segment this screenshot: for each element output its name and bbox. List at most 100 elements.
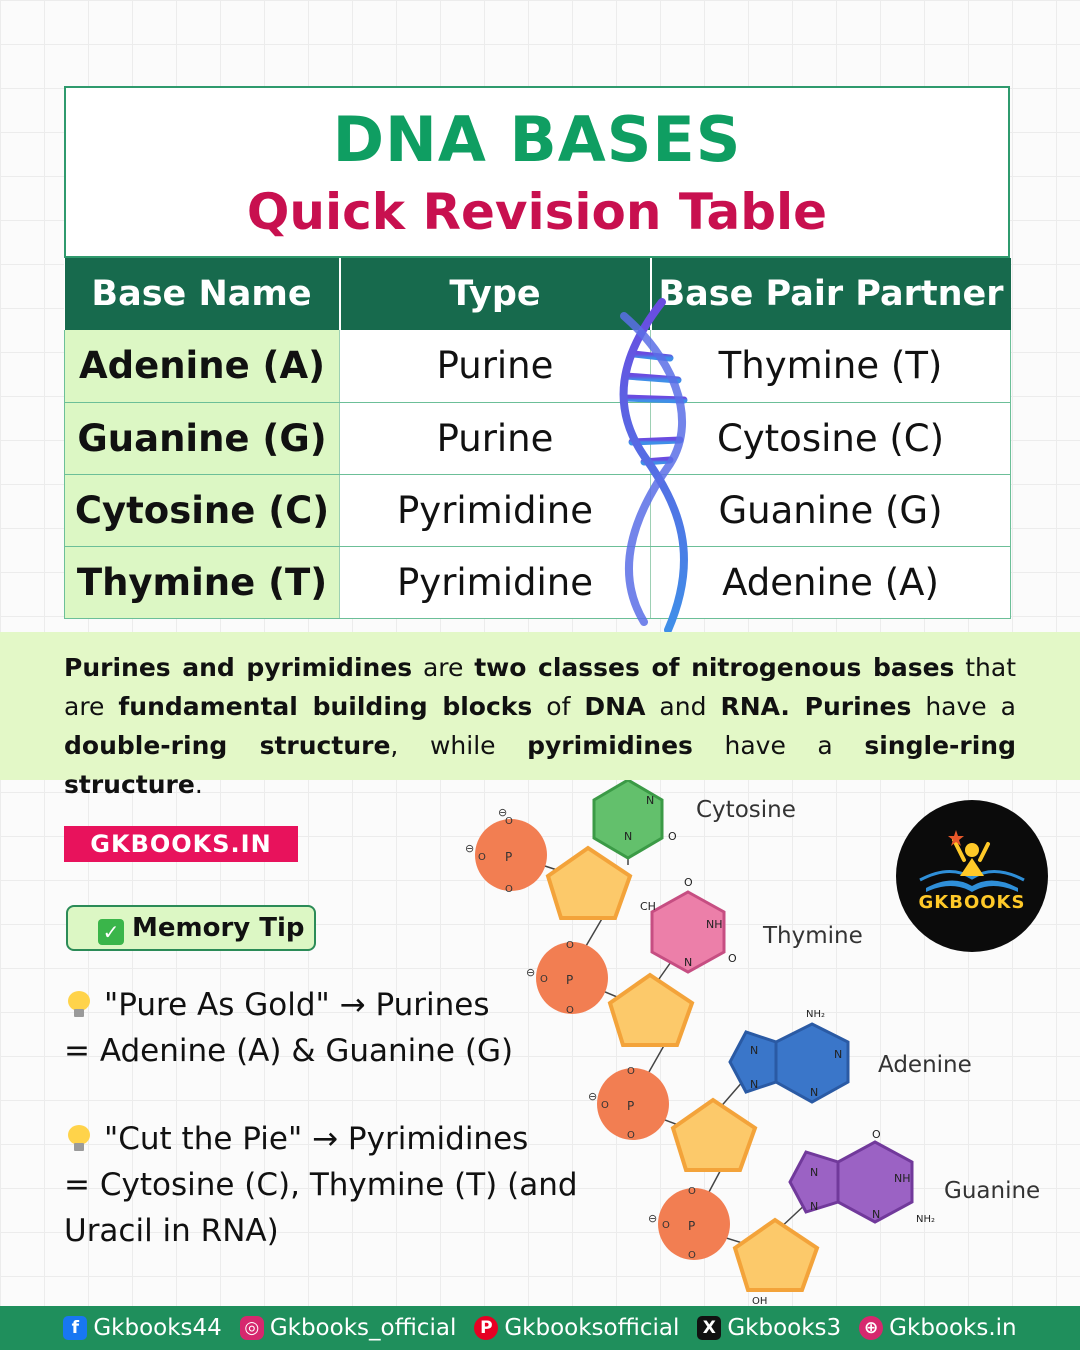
table-row: Adenine (A) Purine Thymine (T) bbox=[64, 330, 1011, 403]
base-name-cell: Adenine (A) bbox=[64, 330, 340, 403]
page-subtitle: Quick Revision Table bbox=[246, 183, 828, 241]
svg-text:NH: NH bbox=[706, 918, 723, 931]
pinterest-icon: P bbox=[474, 1316, 499, 1340]
phosphate-group: P O O O ⊖ bbox=[648, 1186, 730, 1261]
svg-text:CH: CH bbox=[640, 900, 656, 913]
svg-text:O: O bbox=[728, 952, 737, 965]
revision-table: Base Name Type Base Pair Partner Adenine… bbox=[64, 258, 1011, 619]
svg-text:O: O bbox=[688, 1186, 696, 1197]
svg-text:O: O bbox=[872, 1128, 881, 1141]
type-cell: Purine bbox=[339, 330, 651, 403]
check-icon: ✓ bbox=[98, 919, 124, 945]
type-cell: Purine bbox=[339, 402, 651, 475]
svg-text:NH₂: NH₂ bbox=[806, 1009, 825, 1020]
lightbulb-icon bbox=[68, 1125, 90, 1151]
type-cell: Pyrimidine bbox=[339, 474, 651, 547]
svg-text:O: O bbox=[566, 1005, 574, 1016]
svg-text:⊖: ⊖ bbox=[526, 966, 535, 979]
memory-tip-badge: ✓ Memory Tip bbox=[66, 905, 316, 951]
facebook-icon: f bbox=[63, 1316, 88, 1340]
base-name-cell: Guanine (G) bbox=[64, 402, 340, 475]
memory-tip-label: Memory Tip bbox=[132, 913, 305, 943]
footer-website-link[interactable]: ⊕Gkbooks.in bbox=[859, 1306, 1017, 1350]
instagram-icon: ◎ bbox=[239, 1316, 264, 1340]
table-header-row: Base Name Type Base Pair Partner bbox=[64, 258, 1011, 330]
table-row: Thymine (T) Pyrimidine Adenine (A) bbox=[64, 546, 1011, 619]
svg-text:P: P bbox=[627, 1099, 634, 1113]
thymine-ring bbox=[650, 890, 726, 974]
info-paragraph: Purines and pyrimidines are two classes … bbox=[0, 632, 1080, 799]
svg-text:O: O bbox=[505, 884, 513, 895]
partner-cell: Thymine (T) bbox=[650, 330, 1011, 403]
svg-text:⊖: ⊖ bbox=[465, 842, 474, 855]
phosphate-group: P O O O ⊖ bbox=[588, 1066, 669, 1141]
partner-cell: Guanine (G) bbox=[650, 474, 1011, 547]
lightbulb-icon bbox=[68, 991, 90, 1017]
nucleotide-structure-diagram: P O O O ⊖ ⊖ P O O O ⊖ P O O O ⊖ P O O O … bbox=[465, 780, 1040, 1306]
title-card: DNA BASES Quick Revision Table bbox=[64, 86, 1010, 258]
phosphate-group: P O O O ⊖ bbox=[526, 940, 608, 1016]
svg-text:NH: NH bbox=[894, 1172, 911, 1185]
svg-text:P: P bbox=[688, 1219, 695, 1233]
svg-text:O: O bbox=[688, 1250, 696, 1261]
book-reader-icon bbox=[919, 830, 1025, 892]
type-cell: Pyrimidine bbox=[339, 546, 651, 619]
svg-text:O: O bbox=[601, 1100, 609, 1111]
table-row: Cytosine (C) Pyrimidine Guanine (G) bbox=[64, 474, 1011, 547]
base-name-cell: Cytosine (C) bbox=[64, 474, 340, 547]
svg-text:O: O bbox=[627, 1130, 635, 1141]
dna-helix-icon bbox=[619, 298, 690, 634]
column-header-base-name: Base Name bbox=[64, 258, 341, 330]
guanine-ring bbox=[788, 1150, 840, 1214]
column-header-partner: Base Pair Partner bbox=[650, 258, 1011, 330]
svg-text:O: O bbox=[668, 830, 677, 843]
svg-text:O: O bbox=[505, 816, 513, 827]
svg-text:⊖: ⊖ bbox=[498, 806, 507, 819]
label-thymine: Thymine bbox=[762, 923, 863, 949]
gkbooks-logo: GKBOOKS bbox=[896, 800, 1048, 952]
svg-text:N: N bbox=[872, 1208, 880, 1221]
svg-text:O: O bbox=[566, 940, 574, 951]
sugar-ring bbox=[732, 1217, 820, 1292]
svg-text:N: N bbox=[810, 1086, 818, 1099]
svg-text:O: O bbox=[662, 1220, 670, 1231]
svg-text:N: N bbox=[646, 794, 654, 807]
svg-text:O: O bbox=[627, 1066, 635, 1077]
svg-text:N: N bbox=[624, 830, 632, 843]
svg-text:N: N bbox=[810, 1200, 818, 1213]
label-guanine: Guanine bbox=[944, 1178, 1040, 1204]
svg-text:N: N bbox=[750, 1078, 758, 1091]
svg-text:N: N bbox=[810, 1166, 818, 1179]
svg-text:NH₂: NH₂ bbox=[916, 1214, 935, 1225]
brand-tag: GKBOOKS.IN bbox=[64, 826, 298, 862]
svg-text:P: P bbox=[566, 973, 573, 987]
table-row: Guanine (G) Purine Cytosine (C) bbox=[64, 402, 1011, 475]
label-cytosine: Cytosine bbox=[696, 797, 796, 823]
cytosine-ring bbox=[592, 780, 664, 860]
sugar-ring bbox=[607, 972, 695, 1047]
sugar-ring bbox=[545, 845, 633, 920]
sugar-ring bbox=[670, 1097, 758, 1172]
partner-cell: Cytosine (C) bbox=[650, 402, 1011, 475]
label-adenine: Adenine bbox=[878, 1052, 972, 1078]
svg-text:⊖: ⊖ bbox=[588, 1090, 597, 1103]
svg-text:O: O bbox=[684, 876, 693, 889]
base-name-cell: Thymine (T) bbox=[64, 546, 340, 619]
svg-text:⊖: ⊖ bbox=[648, 1212, 657, 1225]
globe-icon: ⊕ bbox=[859, 1316, 884, 1340]
partner-cell: Adenine (A) bbox=[650, 546, 1011, 619]
phosphate-group: P O O O ⊖ ⊖ bbox=[465, 806, 547, 895]
svg-text:OH: OH bbox=[752, 1296, 767, 1306]
svg-text:N: N bbox=[684, 956, 692, 969]
svg-text:N: N bbox=[750, 1044, 758, 1057]
column-header-type: Type bbox=[339, 258, 652, 330]
footer-instagram-link[interactable]: ◎Gkbooks_official bbox=[239, 1306, 456, 1350]
adenine-ring bbox=[728, 1030, 778, 1094]
svg-text:O: O bbox=[540, 974, 548, 985]
memory-tip-purines: "Pure As Gold" → Purines = Adenine (A) &… bbox=[64, 987, 514, 1069]
logo-text: GKBOOKS bbox=[918, 892, 1026, 913]
